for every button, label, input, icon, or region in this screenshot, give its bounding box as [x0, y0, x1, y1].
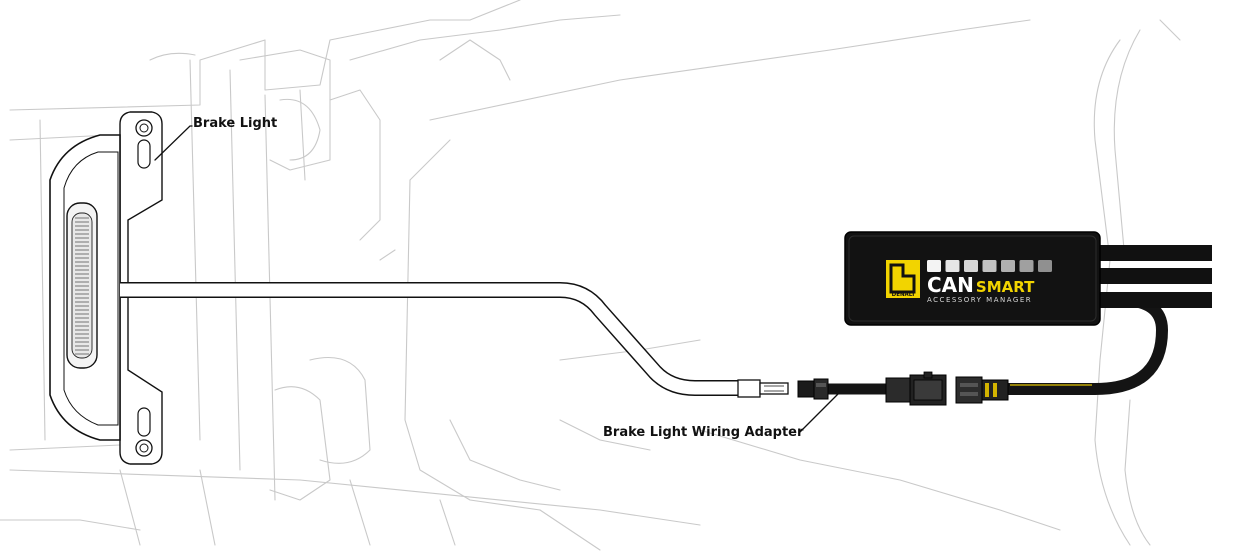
adapter-connector-c	[955, 376, 1009, 404]
bolt-top	[135, 119, 153, 137]
brake-light-harness	[120, 282, 740, 396]
status-led	[1038, 260, 1052, 272]
status-led	[964, 260, 978, 272]
status-led-row	[927, 260, 1052, 272]
brake-light-assembly	[49, 111, 163, 465]
denali-logo-text: DENALI	[892, 292, 915, 298]
label-brake-light: Brake Light	[193, 116, 277, 131]
status-led	[1019, 260, 1034, 272]
lamp-connector	[737, 379, 789, 398]
bolt-bottom	[135, 439, 153, 457]
module-output-cables	[1098, 245, 1212, 308]
label-brake-light-wiring-adapter: Brake Light Wiring Adapter	[603, 425, 804, 440]
callout-adapter: Brake Light Wiring Adapter	[603, 393, 839, 440]
brand-smart-text: SMART	[976, 278, 1035, 296]
status-led	[982, 260, 997, 272]
callout-brake-light: Brake Light	[154, 116, 277, 161]
denali-logo: DENALI	[886, 260, 920, 298]
adapter-connector-b	[885, 371, 947, 406]
slot-bottom	[137, 407, 151, 437]
adapter-connector-a	[797, 378, 829, 400]
slot-top	[137, 139, 151, 169]
status-led	[1001, 260, 1015, 272]
vehicle-frame-outline	[0, 0, 1181, 551]
status-led	[927, 260, 941, 272]
status-led	[945, 260, 960, 272]
brand-can-text: CAN	[927, 273, 974, 297]
module-subtitle: ACCESSORY MANAGER	[927, 296, 1032, 304]
